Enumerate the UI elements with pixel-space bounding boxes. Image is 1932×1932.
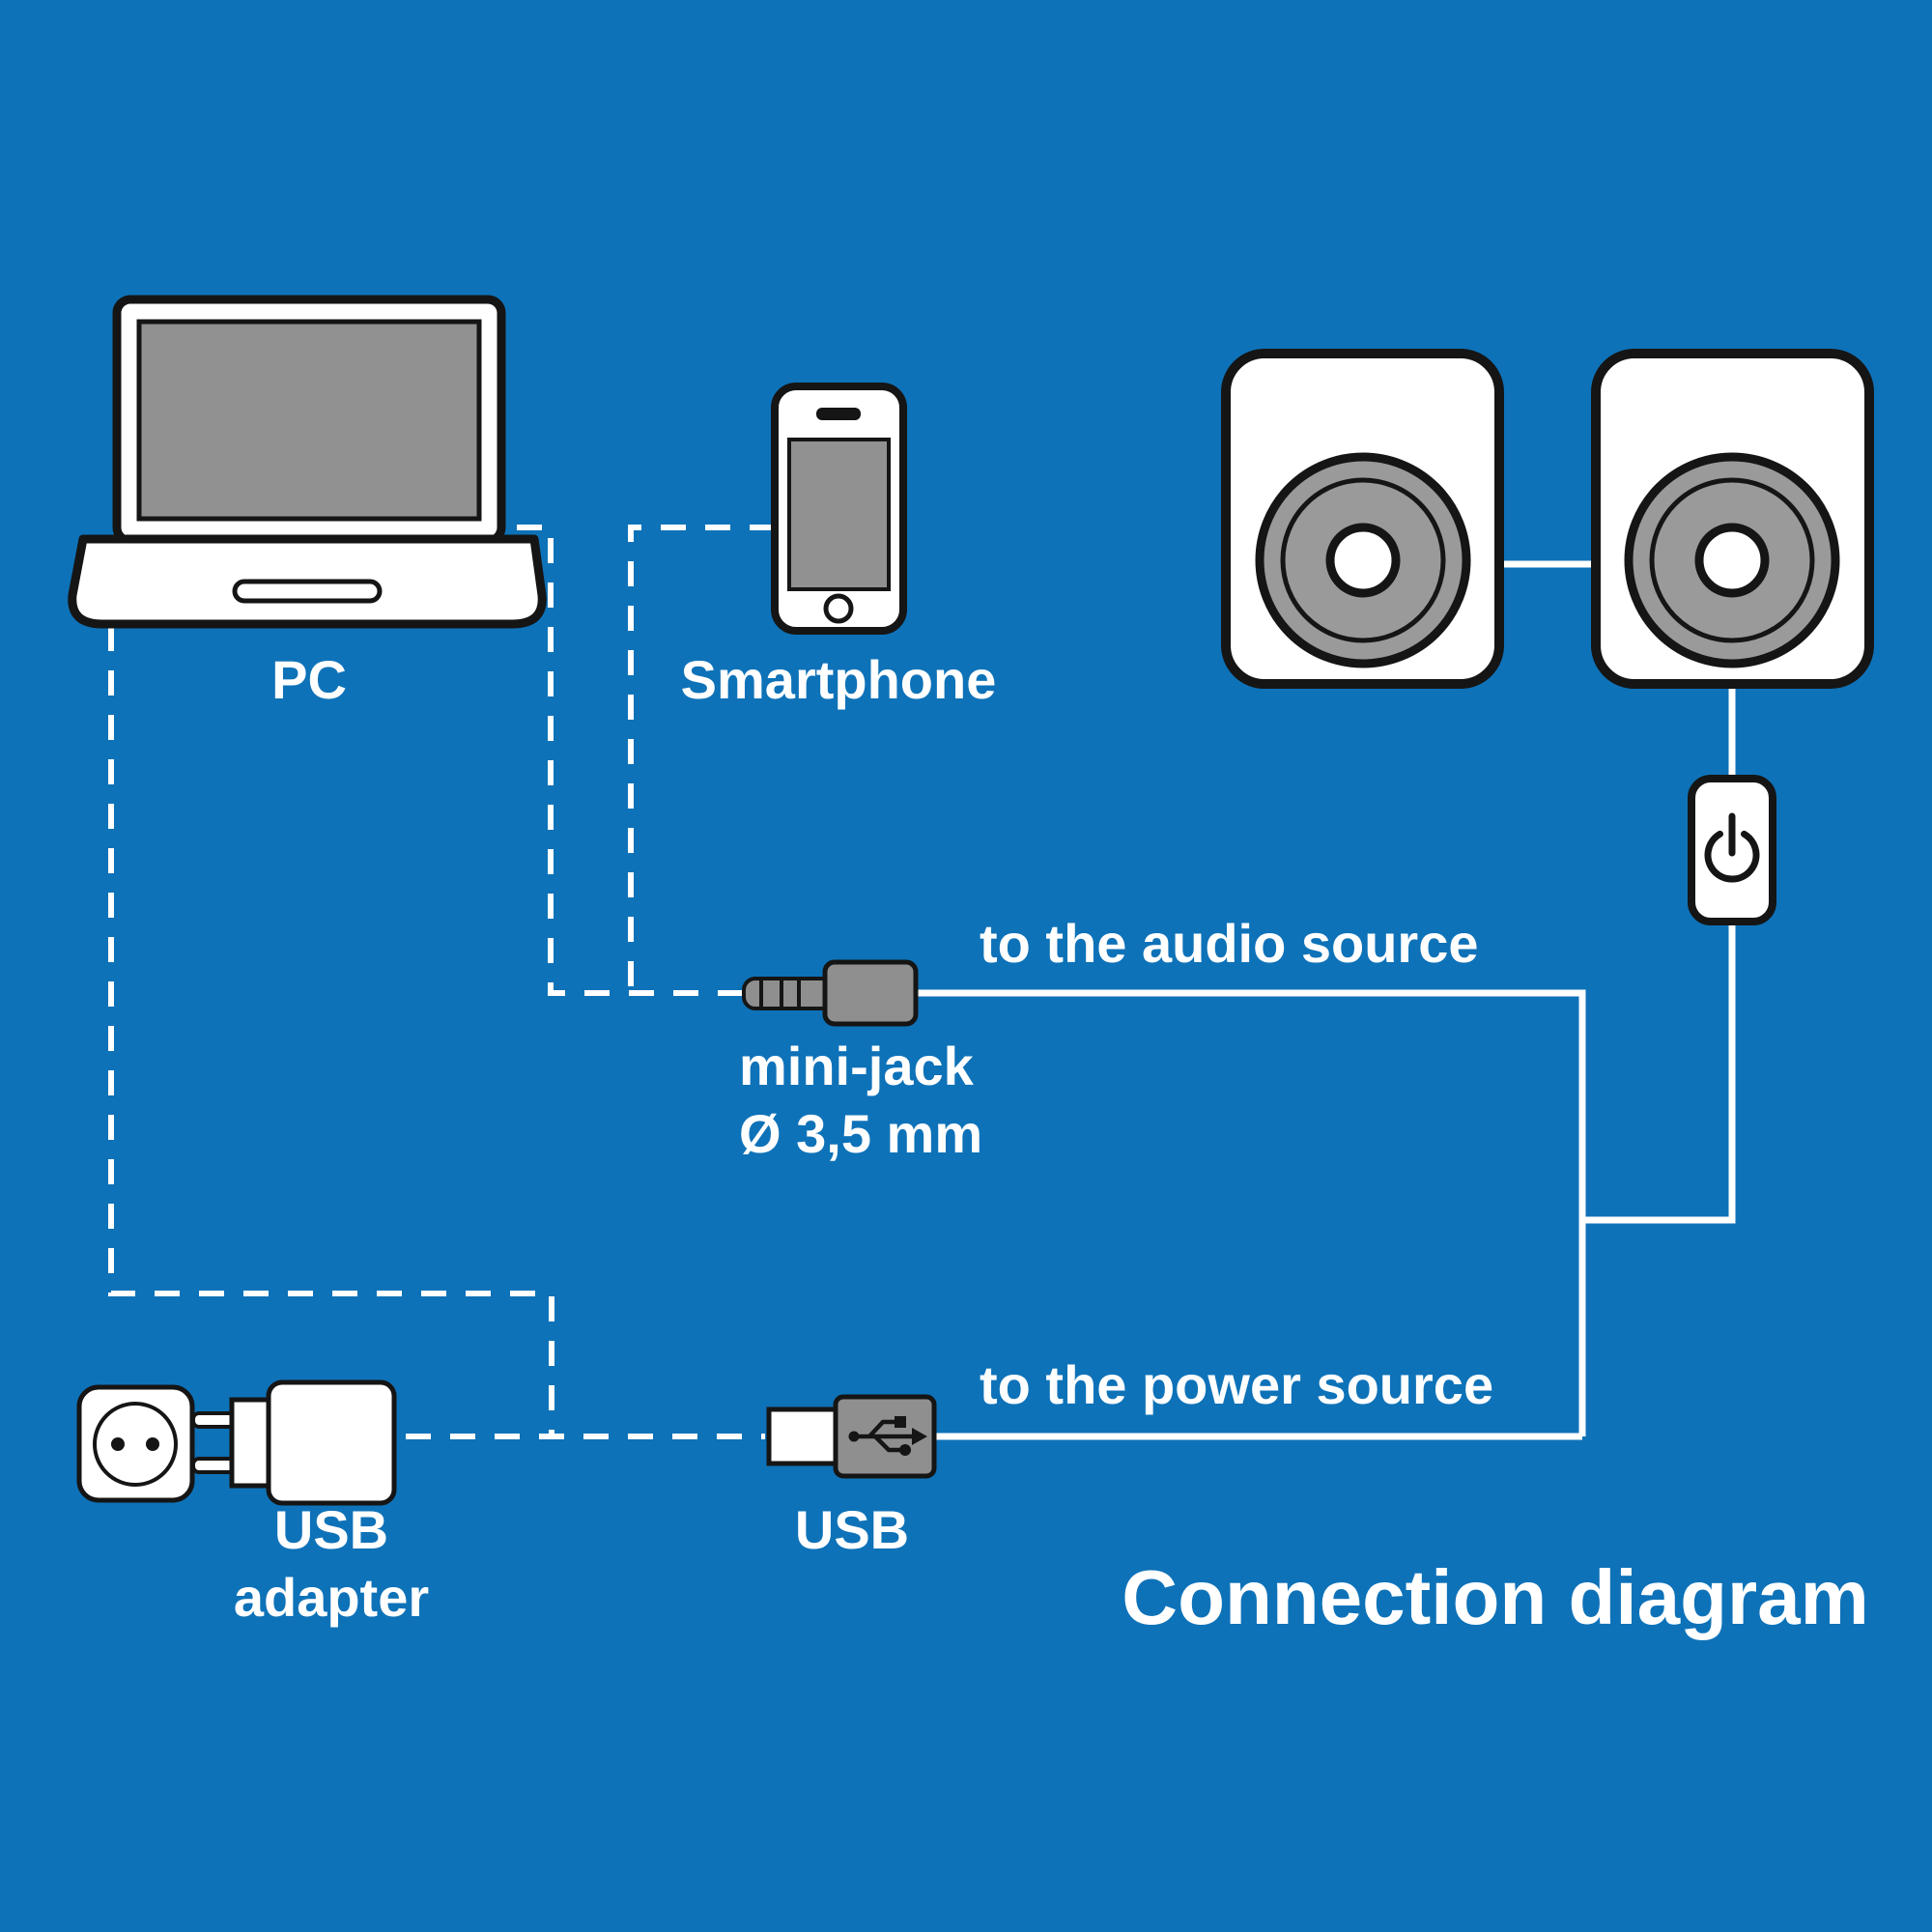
power-source-label: to the power source bbox=[980, 1354, 1494, 1415]
socket-recess bbox=[93, 1402, 178, 1487]
socket-hole-left bbox=[111, 1437, 125, 1451]
pc-label: PC bbox=[271, 649, 347, 710]
smartphone-to-minijack-dashed-line bbox=[628, 525, 775, 993]
minijack-body bbox=[822, 959, 919, 1027]
solid-cables bbox=[914, 560, 1736, 1440]
wall-socket-illustration bbox=[76, 1384, 195, 1503]
minijack-shaft bbox=[759, 977, 827, 1010]
minijack-size-label: Ø 3,5 mm bbox=[739, 1103, 983, 1164]
audio-source-label: to the audio source bbox=[980, 913, 1479, 974]
laptop-screen bbox=[136, 319, 482, 522]
left-speaker-cone-ring bbox=[1280, 477, 1446, 643]
power-icon bbox=[1704, 830, 1760, 883]
cable-to-power-button bbox=[1582, 918, 1736, 1224]
usb-metal-shield bbox=[766, 1406, 840, 1466]
smartphone-label: Smartphone bbox=[680, 649, 997, 710]
usb-adapter-label-line1: USB bbox=[273, 1499, 389, 1560]
laptop-illustration bbox=[68, 295, 547, 629]
left-speaker-illustration bbox=[1221, 349, 1504, 689]
usb-adapter-illustration bbox=[191, 1379, 397, 1506]
right-speaker-cone-ring bbox=[1649, 477, 1815, 643]
usb-plug-illustration bbox=[766, 1394, 937, 1479]
dashed-cables bbox=[108, 525, 775, 1439]
adapter-body bbox=[266, 1379, 397, 1506]
usb-label: USB bbox=[794, 1499, 910, 1560]
left-speaker-dust-cap bbox=[1325, 523, 1401, 598]
adapter-prong-top bbox=[191, 1411, 237, 1429]
pc-to-usb-dashed-line bbox=[108, 626, 554, 1436]
diagram-title: Connection diagram bbox=[1122, 1554, 1869, 1640]
minijack-illustration bbox=[742, 959, 919, 1027]
adapter-neck bbox=[229, 1397, 273, 1489]
right-speaker-dust-cap bbox=[1694, 523, 1770, 598]
power-button-illustration bbox=[1688, 775, 1776, 925]
usb-adapter-label-line2: adapter bbox=[233, 1567, 430, 1628]
smartphone-illustration bbox=[771, 383, 907, 635]
smartphone-screen bbox=[787, 438, 891, 591]
audio-cable bbox=[914, 989, 1586, 1436]
laptop-trackpad-notch bbox=[232, 579, 383, 604]
pc-to-minijack-dashed-line bbox=[517, 525, 749, 996]
smartphone-home-button bbox=[823, 593, 854, 624]
right-speaker-illustration bbox=[1591, 349, 1874, 689]
usb-trident-icon bbox=[848, 1416, 927, 1456]
socket-hole-right bbox=[146, 1437, 159, 1451]
minijack-label: mini-jack bbox=[739, 1036, 974, 1096]
adapter-prong-bottom bbox=[191, 1457, 237, 1474]
smartphone-earpiece bbox=[816, 408, 861, 420]
